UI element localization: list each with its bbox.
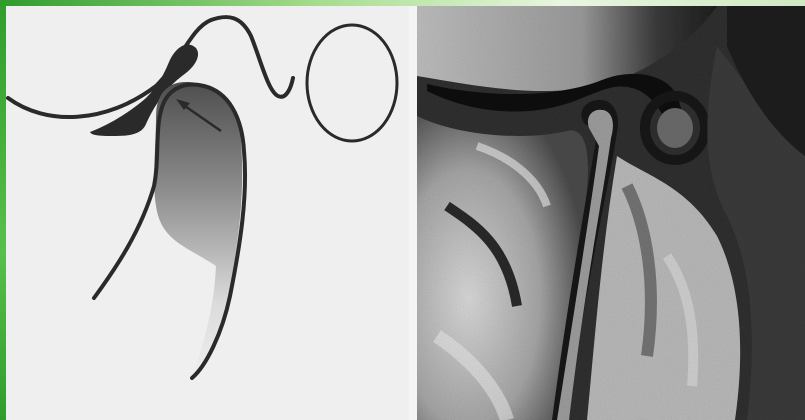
grayscale-photo xyxy=(417,6,805,420)
oval-outline xyxy=(307,25,397,141)
schematic-drawing xyxy=(6,6,409,420)
photo-panel xyxy=(417,6,805,420)
condyle-head xyxy=(154,82,242,379)
panel-divider xyxy=(409,6,417,420)
schematic-drawing-panel xyxy=(6,6,409,420)
